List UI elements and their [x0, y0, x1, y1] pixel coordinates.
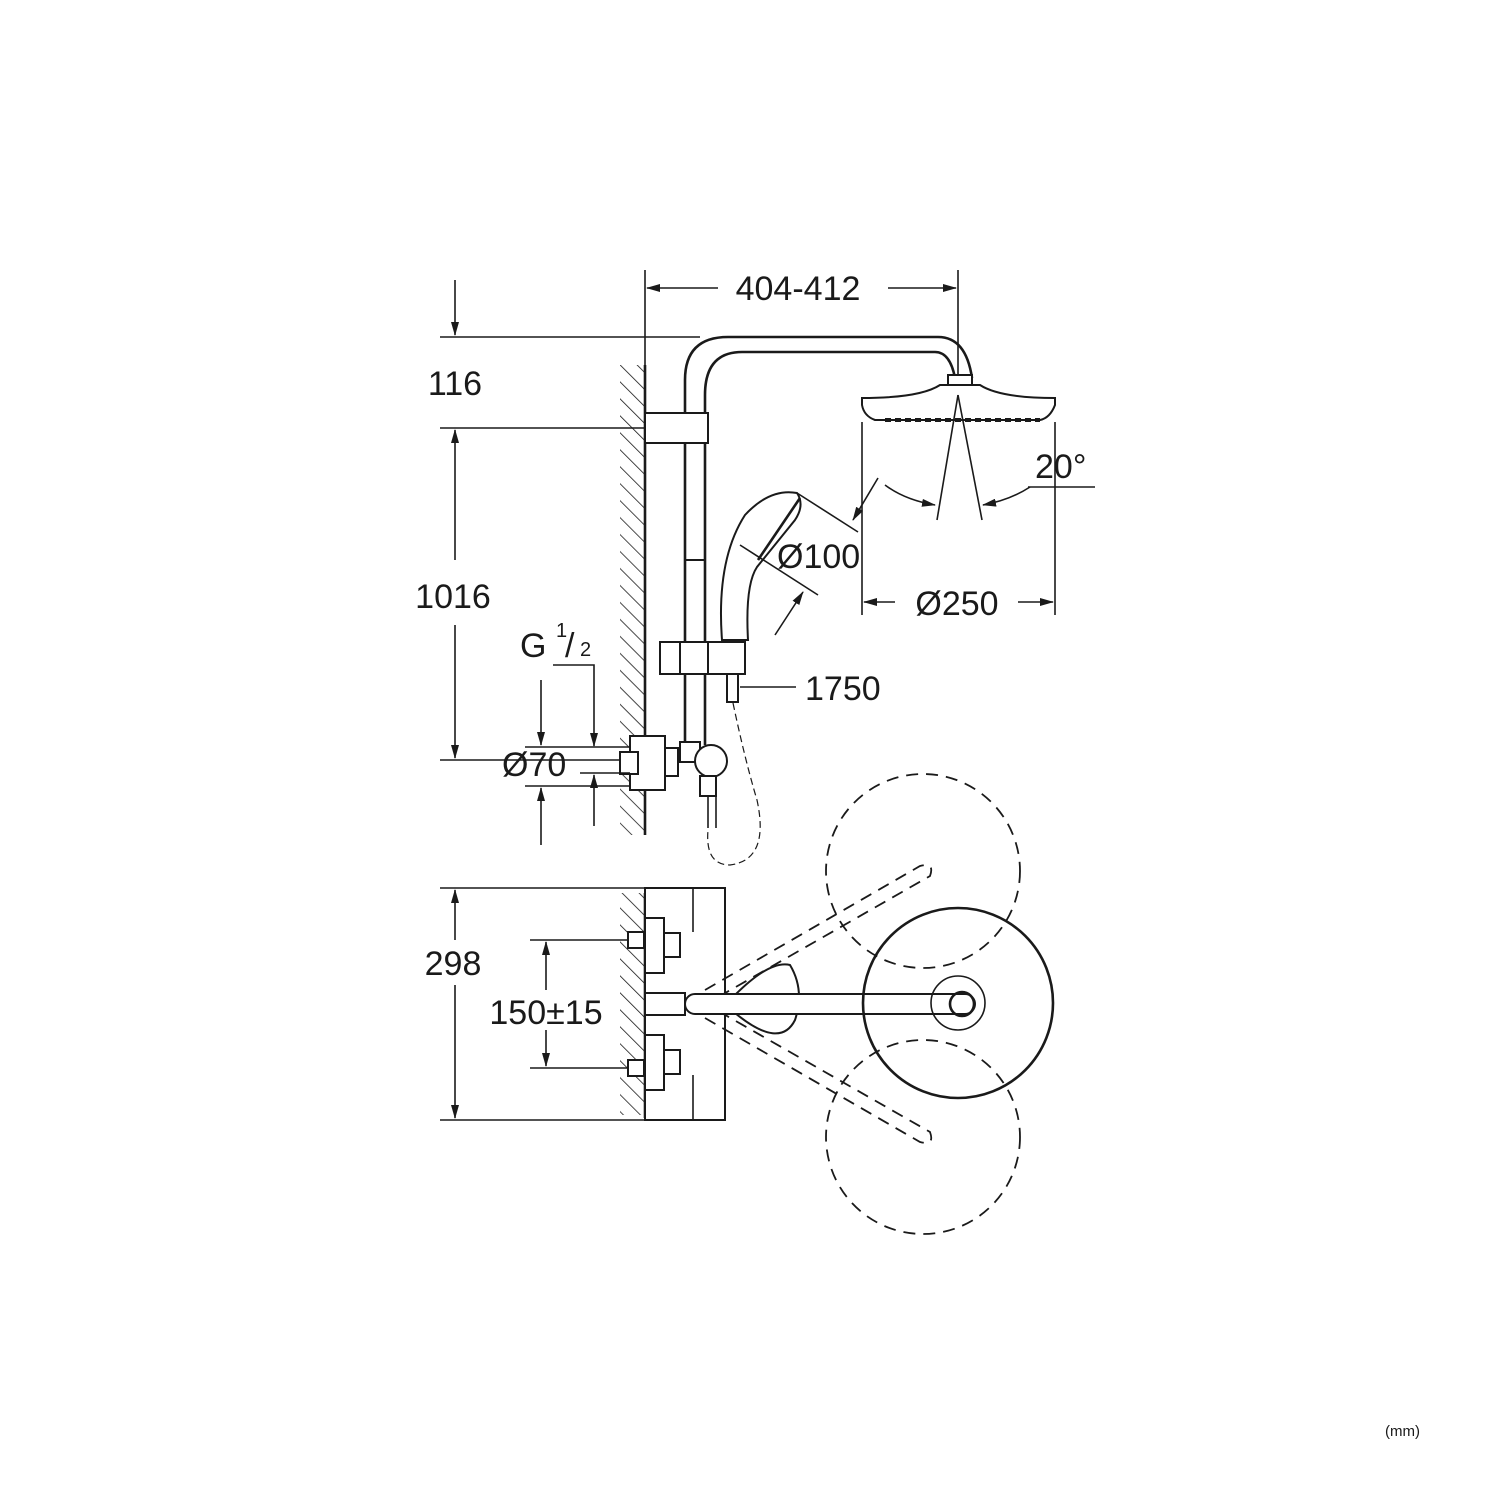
dim-thread-slash: /	[565, 627, 575, 665]
unit-label: (mm)	[1385, 1423, 1420, 1440]
dim-handshower-diameter: Ø100	[777, 538, 860, 576]
dim-top-height: 116	[428, 365, 482, 403]
dim-body-depth: 298	[425, 945, 482, 983]
dim-thread: G	[520, 627, 546, 665]
dim-thread-num: 1	[556, 620, 567, 642]
dim-tilt-angle: 20°	[1035, 448, 1086, 486]
side-view: 404-412 116 1016 20° Ø250	[415, 270, 1095, 866]
elbow-outlet	[694, 744, 728, 778]
handshower-holder	[707, 641, 746, 675]
dim-rail-height: 1016	[415, 578, 491, 616]
dim-hose-length: 1750	[805, 670, 881, 708]
shower-arm	[683, 335, 974, 745]
hose	[707, 702, 761, 866]
hand-shower	[719, 491, 802, 641]
dim-arm-projection: 404-412	[736, 270, 861, 308]
plan-view: 298 150±15	[425, 773, 1055, 1235]
head-shower	[861, 384, 1056, 421]
rail-bracket	[644, 412, 709, 444]
dim-thread-den: 2	[580, 639, 591, 661]
dim-head-diameter: Ø250	[915, 585, 998, 623]
dim-centres: 150±15	[489, 994, 602, 1032]
plan-head-shower	[861, 906, 1055, 1100]
dim-outlet-diameter: Ø70	[502, 746, 566, 784]
